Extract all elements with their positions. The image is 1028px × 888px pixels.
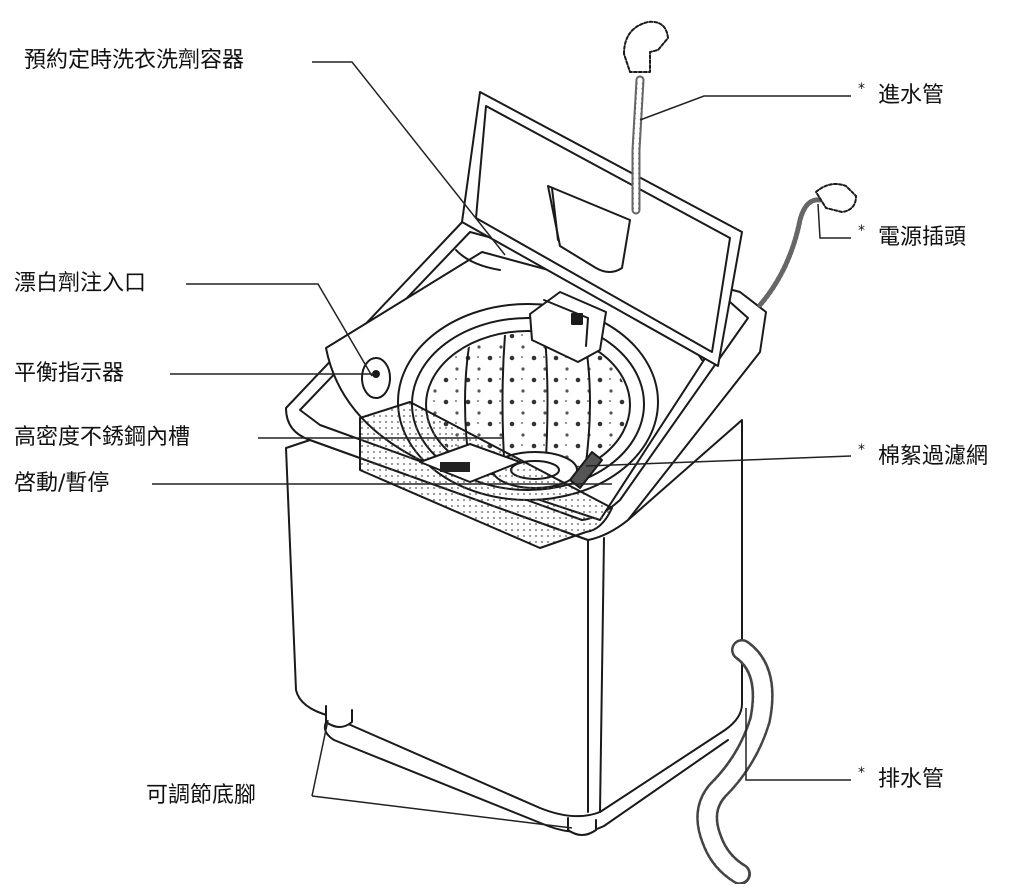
label-start-pause: 啓動/暫停 [14, 471, 110, 496]
leader-feet-right [311, 795, 573, 829]
power-plug [815, 183, 857, 213]
label-detergent-container: 預約定時洗衣洗劑容器 [24, 48, 245, 73]
foot-left [325, 705, 353, 728]
label-stainless-tub: 高密度不銹鋼內槽 [14, 425, 191, 450]
label-balance-indicator: 平衡指示器 [14, 361, 125, 386]
marker-plug: * [858, 223, 865, 239]
inlet-tap [623, 20, 669, 73]
leader-bleach [186, 283, 373, 377]
marker-inlet: * [858, 81, 865, 97]
leader-detergent [312, 61, 506, 256]
power-cord [757, 197, 823, 308]
lid-pocket [547, 185, 631, 273]
label-drain-hose: 排水管 [878, 767, 945, 792]
leader-lines [152, 61, 852, 829]
marker-filter: * [858, 442, 865, 458]
leader-inlet [639, 95, 851, 121]
leader-filter [585, 455, 852, 467]
label-power-plug: 電源插頭 [878, 225, 967, 250]
label-bleach-inlet: 漂白劑注入口 [14, 271, 147, 296]
label-lint-filter: 棉絮過濾網 [878, 444, 989, 469]
foot-right [567, 817, 597, 836]
leader-plug [817, 203, 851, 239]
lint-filter-shape [569, 451, 603, 489]
leader-feet-left [311, 719, 329, 797]
label-adjustable-feet: 可調節底腳 [146, 783, 257, 808]
leader-drain [745, 708, 851, 781]
marker-drain: * [858, 765, 865, 781]
label-water-inlet-hose: 進水管 [878, 83, 945, 108]
